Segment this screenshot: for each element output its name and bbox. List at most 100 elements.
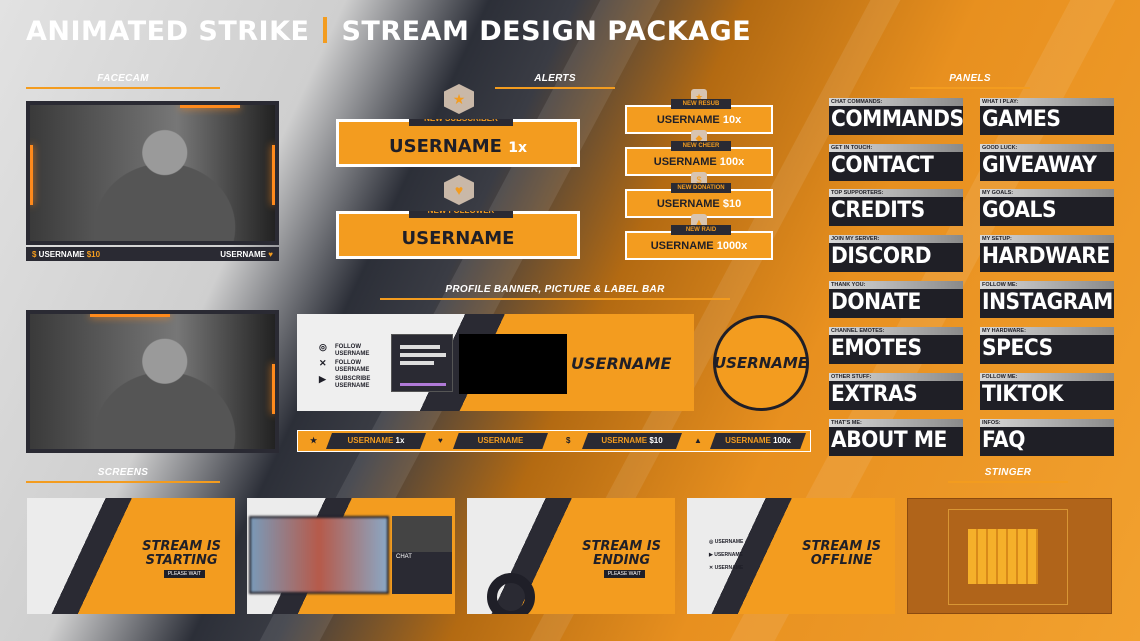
facecam-right-info: USERNAME ♥ (220, 250, 273, 259)
alert-caption: NEW RAID (671, 225, 731, 235)
panel-caption: MY HARDWARE: (980, 327, 1114, 335)
section-label-text: ALERTS (534, 73, 576, 84)
panel-caption: GOOD LUCK: (980, 144, 1114, 152)
panel-caption: FOLLOW ME: (980, 281, 1114, 289)
panel-extras: OTHER STUFF:EXTRAS (829, 373, 963, 410)
social-username: USERNAME (335, 351, 370, 357)
panel-caption: OTHER STUFF: (829, 373, 963, 381)
panel-title: FAQ (982, 428, 1025, 453)
facecam-label: $ USERNAME $10 USERNAME ♥ (26, 247, 279, 261)
panel-commands: CHAT COMMANDS:COMMANDS (829, 98, 964, 135)
alert-caption: NEW FOLLOWER (409, 211, 513, 218)
decorative-shape (487, 573, 535, 614)
panel-caption: GET IN TOUCH: (829, 144, 963, 152)
label-amount: $10 (649, 436, 663, 445)
panel-giveaway: GOOD LUCK:GIVEAWAY (980, 144, 1114, 181)
x-icon: ✕ (319, 358, 327, 368)
facecam-frame-alt (26, 310, 279, 453)
panel-tiktok: FOLLOW ME:TIKTOK (980, 373, 1114, 410)
offline-socials: ◎ USERNAME▶ USERNAME✕ USERNAME (709, 539, 744, 571)
panel-title: HARDWARE (982, 244, 1110, 269)
panel-title: COMMANDS (831, 107, 964, 132)
panel-title: EMOTES (831, 336, 922, 361)
section-label-screens: SCREENS (26, 467, 220, 483)
label-amount: 100x (773, 436, 791, 445)
screen-subtitle: PLEASE WAIT (163, 570, 205, 578)
section-label-text: PANELS (949, 73, 991, 84)
panel-title: GOALS (982, 198, 1057, 223)
panel-hardware: MY SETUP:HARDWARE (980, 235, 1114, 272)
stinger-pixel-block (968, 529, 1038, 584)
profile-picture: USERNAME (713, 315, 809, 411)
section-label-text: PROFILE BANNER, PICTURE & LABEL BAR (445, 284, 665, 295)
alert-amount: 100x (719, 156, 745, 168)
label-bar-item: USERNAME 1x (326, 433, 426, 449)
panel-title: GAMES (982, 107, 1061, 132)
panel-goals: MY GOALS:GOALS (980, 189, 1114, 226)
section-label-profile: PROFILE BANNER, PICTURE & LABEL BAR (380, 284, 730, 300)
alert-amount: $10 (722, 198, 742, 210)
panel-title: CREDITS (831, 198, 925, 223)
section-underline (26, 481, 220, 483)
panel-caption: TOP SUPPORTERS: (829, 189, 963, 197)
alert-new-donation: NEW DONATION USERNAME $10 (625, 183, 773, 218)
raid-icon: ▲ (694, 436, 702, 445)
facecam-amount: $10 (86, 249, 101, 259)
label-bar-item: USERNAME 100x (710, 433, 806, 449)
glow-accent (180, 105, 240, 108)
social-caption: FOLLOW (335, 344, 361, 350)
section-label-panels: PANELS (910, 73, 1030, 89)
alert-username: USERNAME (656, 114, 720, 126)
alert-username: USERNAME (656, 198, 720, 210)
chat-widget-preview (391, 334, 453, 392)
section-label-text: SCREENS (97, 467, 149, 478)
alert-text: USERNAME (339, 228, 577, 249)
panel-title: DONATE (831, 290, 921, 315)
panel-credits: TOP SUPPORTERS:CREDITS (829, 189, 963, 226)
webcam-preview (392, 516, 452, 552)
section-label-text: STINGER (984, 467, 1032, 478)
alert-username: USERNAME (401, 228, 515, 249)
alert-caption: NEW DONATION (671, 183, 731, 193)
stinger-preview (907, 498, 1112, 614)
panel-caption: THANK YOU: (829, 281, 963, 289)
facecam-left-info: $ USERNAME $10 (32, 250, 100, 259)
alert-amount: 1000x (716, 240, 748, 252)
label-username: USERNAME (725, 436, 771, 445)
panel-title: DISCORD (831, 244, 932, 269)
instagram-icon: ◎ (319, 342, 327, 352)
panel-caption: INFOS: (980, 419, 1114, 427)
screen-line1: STREAM IS (582, 539, 661, 554)
alert-username: USERNAME (653, 156, 717, 168)
star-icon: ★ (310, 436, 318, 445)
panel-caption: MY SETUP: (980, 235, 1114, 243)
stinger-grid (948, 509, 1068, 605)
panel-games: WHAT I PLAY:GAMES (980, 98, 1114, 135)
section-label-alerts: ALERTS (495, 73, 615, 89)
label-bar-item: USERNAME $10 (582, 433, 682, 449)
glow-accent (272, 145, 275, 205)
panel-caption: THAT'S ME: (829, 419, 963, 427)
heart-icon: ♥ (444, 175, 474, 205)
alert-text: USERNAME 100x (627, 156, 771, 168)
social-username: USERNAME (335, 367, 370, 373)
section-label-stinger: STINGER (948, 467, 1068, 483)
label-bar-item: USERNAME (453, 433, 548, 449)
banner-username: USERNAME (571, 354, 672, 373)
panel-faq: INFOS:FAQ (980, 419, 1114, 456)
alert-text: USERNAME $10 (627, 198, 771, 210)
webcam-preview (30, 314, 275, 449)
chat-line (400, 361, 434, 365)
facecam-frame (26, 101, 279, 245)
s-logo-icon: $ (32, 249, 39, 259)
facecam-username: USERNAME (220, 249, 267, 259)
